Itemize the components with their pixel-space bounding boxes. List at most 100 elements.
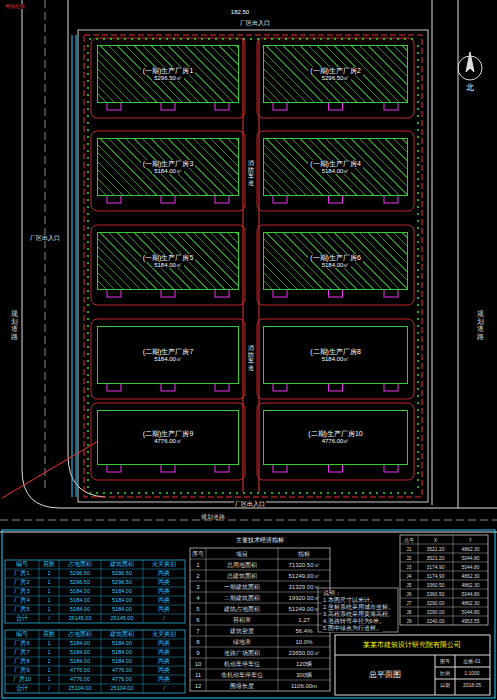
tree-dot: [96, 492, 98, 494]
table-cell: 厂房2: [13, 580, 30, 586]
tree-dot: [417, 59, 419, 61]
tree-dot: [87, 80, 89, 82]
table-cell: 总建筑面积: [226, 573, 258, 579]
factory-building: (一期)生产厂房15296.50㎡: [97, 45, 239, 103]
tree-dot: [87, 73, 89, 75]
tree-dot: [417, 101, 419, 103]
tree-dot: [87, 122, 89, 124]
tree-dot: [417, 416, 419, 418]
loading-dock: [329, 102, 343, 110]
tree-dot: [87, 255, 89, 257]
table-cell: 丙类: [157, 571, 171, 577]
tree-dot: [87, 164, 89, 166]
tree-dot: [87, 451, 89, 453]
plan-label: 总平面图: [368, 671, 402, 679]
table-cell: 厂房6: [13, 641, 30, 647]
tree-dot: [257, 492, 259, 494]
tree-dot: [348, 492, 350, 494]
table-cell: 3290.00: [425, 609, 445, 614]
table-cell: 5044.80: [460, 609, 480, 614]
plan-label: 厂区出入口: [239, 20, 271, 26]
table-cell: 3521.20: [425, 546, 445, 551]
tree-dot: [417, 220, 419, 222]
tree-dot: [87, 290, 89, 292]
table-cell: 2: [195, 573, 200, 579]
building-name: (一期)生产厂房1: [141, 67, 196, 75]
tree-dot: [417, 171, 419, 173]
table-cell: J2: [405, 555, 412, 560]
factory-building: (二期)生产厂房104776.00㎡: [263, 410, 408, 465]
table-cell: 一期建筑面积: [223, 584, 261, 590]
table-cell: 点号: [403, 537, 415, 542]
tree-dot: [87, 479, 89, 481]
table-cell: 3360.50: [425, 582, 445, 587]
tree-dot: [152, 492, 154, 494]
table-cell: 5184.00: [69, 659, 91, 665]
tree-dot: [87, 409, 89, 411]
table-cell: 丙类: [157, 598, 171, 604]
tree-dot: [417, 388, 419, 390]
table-cell: 5184.00: [111, 589, 133, 595]
tree-dot: [417, 241, 419, 243]
road-ring: [257, 319, 414, 399]
table-cell: /: [162, 616, 166, 622]
tree-dot: [87, 458, 89, 460]
factory-building: (一期)生产厂房25296.50㎡: [263, 45, 408, 103]
tree-dot: [417, 157, 419, 159]
table-cell: 1: [46, 607, 51, 613]
table-cell: 3521.20: [425, 555, 445, 560]
tree-dot: [417, 458, 419, 460]
tree-dot: [87, 45, 89, 47]
tree-dot: [417, 465, 419, 467]
tree-dot: [96, 38, 98, 40]
table-cell: J9: [405, 618, 412, 623]
table-cell: 1: [195, 562, 200, 568]
table-cell: 1: [46, 580, 51, 586]
tree-dot: [397, 38, 399, 40]
tree-dot: [131, 492, 133, 494]
building-name: (二期)生产厂房9: [141, 430, 196, 438]
loading-dock: [215, 464, 229, 472]
tree-dot: [341, 38, 343, 40]
tree-dot: [124, 38, 126, 40]
loading-dock: [107, 383, 121, 391]
tree-dot: [417, 367, 419, 369]
plan-label: 厂区出入口: [29, 235, 61, 241]
plan-label: 消防车道: [247, 345, 255, 371]
tree-dot: [87, 52, 89, 54]
table-cell: 厂房7: [13, 650, 30, 656]
table-cell: Y: [468, 537, 473, 542]
table-cell: 非机动车停车位: [220, 672, 264, 678]
plan-label: 厂区出入口: [234, 501, 266, 507]
tree-dot: [417, 381, 419, 383]
tree-dot: [285, 492, 287, 494]
tree-dot: [87, 332, 89, 334]
tree-dot: [278, 492, 280, 494]
tree-dot: [87, 395, 89, 397]
tree-dot: [131, 38, 133, 40]
table-cell: 5044.80: [460, 591, 480, 596]
tree-dot: [138, 492, 140, 494]
tree-dot: [417, 311, 419, 313]
table-cell: 5184.00: [69, 598, 91, 604]
plan-label: 2.坐标系统采用城市坐标。: [322, 605, 395, 611]
tree-dot: [320, 492, 322, 494]
area-text: 5296.50㎡: [152, 75, 184, 82]
table-cell: 编号: [15, 632, 29, 638]
table-cell: 项目: [235, 551, 249, 557]
table-cell: 4776.00: [111, 668, 133, 674]
table-cell: 3: [195, 584, 200, 590]
tree-dot: [117, 492, 119, 494]
tree-dot: [87, 367, 89, 369]
table-cell: 围墙长度: [229, 683, 255, 689]
table-cell: 11: [194, 672, 202, 678]
table-cell: 51249.00㎡: [287, 573, 320, 579]
table-cell: 层数: [42, 632, 56, 638]
plan-label: 北: [465, 84, 475, 92]
tree-dot: [417, 234, 419, 236]
table-cell: 序号: [191, 551, 205, 557]
table-cell: /: [47, 616, 51, 622]
tree-dot: [264, 492, 266, 494]
table-cell: 丙类: [157, 589, 171, 595]
tree-dot: [87, 472, 89, 474]
